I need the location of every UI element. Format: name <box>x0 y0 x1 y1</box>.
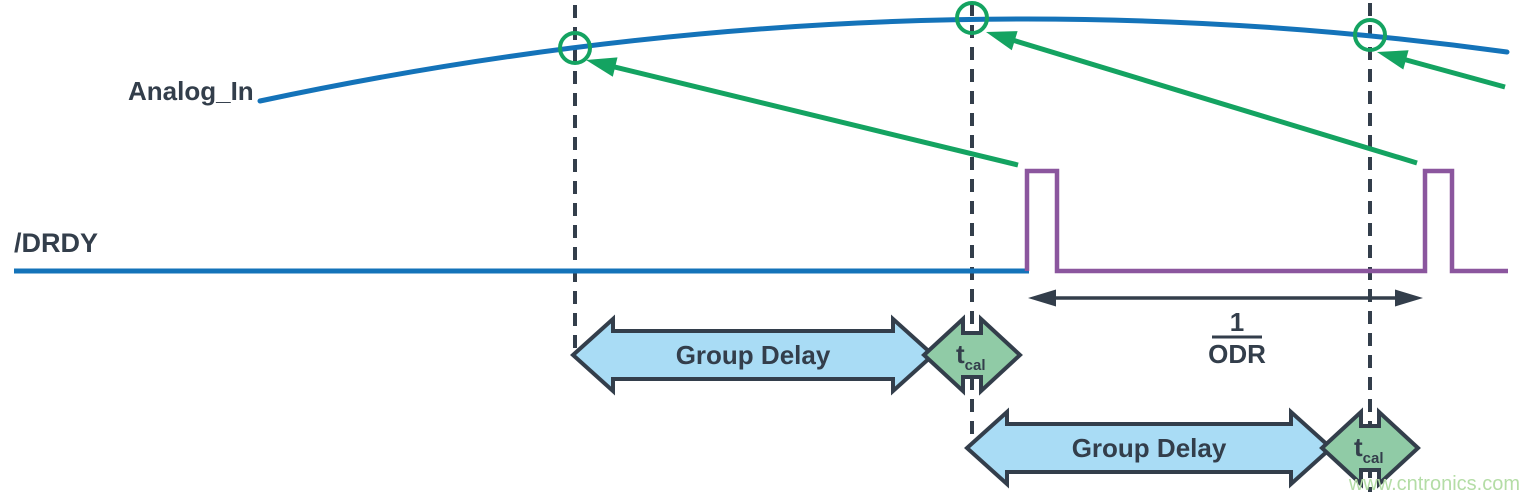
tcal-arrow-1 <box>921 314 1023 396</box>
group-delay-label-2: Group Delay <box>1072 433 1227 463</box>
analog-in-label: Analog_In <box>128 76 254 106</box>
tcal-sub-2: cal <box>1363 450 1384 467</box>
sample-arrow-head-1 <box>586 57 618 77</box>
sample-arrow-head-2 <box>986 31 1018 51</box>
tcal-label-1: tcal <box>956 339 986 374</box>
drdy-pulse-train <box>1024 168 1508 274</box>
odr-fraction-denominator: ODR <box>1208 339 1266 369</box>
sample-arrow-shaft-2 <box>1000 34 1418 166</box>
sample-point-circle-2 <box>955 1 989 35</box>
diagram-text-layer: Analog_In /DRDY Group Delay Group Delay … <box>14 76 1520 495</box>
tcal-main-1: t <box>956 339 965 369</box>
odr-arrowhead-left <box>1028 289 1056 307</box>
sample-point-circle-1 <box>558 31 592 65</box>
tcal-sub-1: cal <box>965 357 986 374</box>
sample-point-circle-3 <box>1353 18 1387 52</box>
diagram-geometry-layer <box>14 1 1510 492</box>
analog-in-curve <box>257 16 1510 104</box>
tcal-arrow-2 <box>1319 407 1421 489</box>
group-delay-label-1: Group Delay <box>676 340 831 370</box>
tcal-label-2: tcal <box>1354 432 1384 467</box>
tcal-main-2: t <box>1354 432 1363 462</box>
sample-arrow-shaft-3 <box>1391 53 1506 90</box>
odr-fraction-numerator: 1 <box>1230 307 1244 337</box>
drdy-label: /DRDY <box>14 228 98 258</box>
odr-arrowhead-right <box>1395 289 1423 307</box>
watermark: www.cntronics.com <box>1348 473 1520 495</box>
sample-arrow-head-3 <box>1377 50 1409 70</box>
sample-arrow-shaft-1 <box>600 61 1019 168</box>
